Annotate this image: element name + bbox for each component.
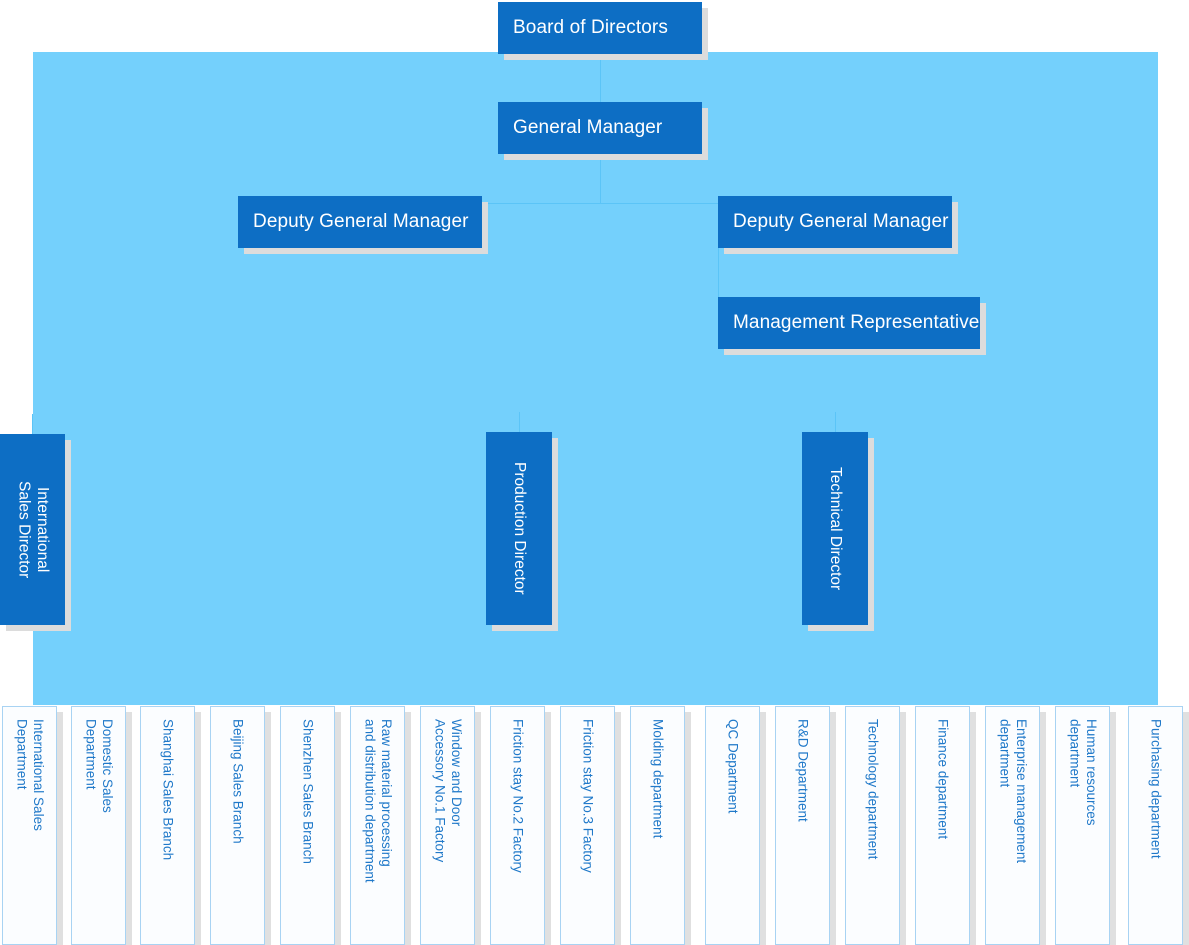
dept-label: Purchasing department <box>1148 719 1164 859</box>
dept-window-door-factory-1[interactable]: Window and Door Accessory No.1 Factory <box>420 706 475 945</box>
dept-label: Raw material processing and distribution… <box>362 719 394 883</box>
dept-international-sales-department[interactable]: International Sales Department <box>2 706 57 945</box>
dept-label: International Sales Department <box>14 719 46 831</box>
dept-label: Window and Door Accessory No.1 Factory <box>432 719 464 863</box>
dept-label: Domestic Sales Department <box>83 719 115 813</box>
dept-label: Shenzhen Sales Branch <box>300 719 316 864</box>
chart-backdrop-panel <box>33 52 1158 705</box>
dept-label: R&D Department <box>795 719 811 822</box>
dept-beijing-sales-branch[interactable]: Beijing Sales Branch <box>210 706 265 945</box>
node-label: Deputy General Manager <box>253 211 469 232</box>
connector-board-to-gm <box>600 52 601 104</box>
dept-friction-stay-factory-3[interactable]: Friction stay No.3 Factory <box>560 706 615 945</box>
node-label: International Sales Director <box>15 480 51 579</box>
dept-raw-material-department[interactable]: Raw material processing and distribution… <box>350 706 405 945</box>
dept-enterprise-management-department[interactable]: Enterprise management department <box>985 706 1040 945</box>
dept-label: Human resources department <box>1067 719 1099 826</box>
dept-molding-department[interactable]: Molding department <box>630 706 685 945</box>
dept-human-resources-department[interactable]: Human resources department <box>1055 706 1110 945</box>
connector-intl-sales-stub <box>32 414 33 436</box>
dept-label: Beijing Sales Branch <box>230 719 246 844</box>
dept-label: Enterprise management department <box>997 719 1029 864</box>
connector-gm-down <box>600 155 601 203</box>
dept-finance-department[interactable]: Finance department <box>915 706 970 945</box>
dept-shenzhen-sales-branch[interactable]: Shenzhen Sales Branch <box>280 706 335 945</box>
connector-production-stub <box>519 412 520 434</box>
dept-domestic-sales-department[interactable]: Domestic Sales Department <box>71 706 126 945</box>
dept-rd-department[interactable]: R&D Department <box>775 706 830 945</box>
node-general-manager[interactable]: General Manager <box>498 102 702 154</box>
node-board-of-directors[interactable]: Board of Directors <box>498 2 702 54</box>
dept-label: Technology department <box>865 719 881 860</box>
dept-label: Friction stay No.2 Factory <box>510 719 526 873</box>
node-label: Management Representative <box>733 312 980 333</box>
dept-qc-department[interactable]: QC Department <box>705 706 760 945</box>
node-international-sales-director[interactable]: International Sales Director <box>0 434 65 625</box>
node-deputy-general-manager-right[interactable]: Deputy General Manager <box>718 196 952 248</box>
node-management-representative[interactable]: Management Representative <box>718 297 980 349</box>
node-label: Technical Director <box>827 466 845 591</box>
dept-technology-department[interactable]: Technology department <box>845 706 900 945</box>
dept-friction-stay-factory-2[interactable]: Friction stay No.2 Factory <box>490 706 545 945</box>
dept-shanghai-sales-branch[interactable]: Shanghai Sales Branch <box>140 706 195 945</box>
connector-deputy-right-to-mgmt <box>718 248 719 300</box>
node-deputy-general-manager-left[interactable]: Deputy General Manager <box>238 196 482 248</box>
node-technical-director[interactable]: Technical Director <box>802 432 868 625</box>
dept-label: QC Department <box>725 719 741 814</box>
node-label: General Manager <box>513 117 663 138</box>
dept-label: Finance department <box>935 719 951 840</box>
node-label: Deputy General Manager <box>733 211 949 232</box>
dept-label: Shanghai Sales Branch <box>160 719 176 861</box>
node-label: Production Director <box>511 462 529 595</box>
dept-purchasing-department[interactable]: Purchasing department <box>1128 706 1183 945</box>
node-label: Board of Directors <box>513 17 668 38</box>
connector-deputy-horizontal <box>360 203 840 204</box>
dept-label: Molding department <box>650 719 666 839</box>
connector-technical-stub <box>835 412 836 434</box>
dept-label: Friction stay No.3 Factory <box>580 719 596 873</box>
node-production-director[interactable]: Production Director <box>486 432 552 625</box>
